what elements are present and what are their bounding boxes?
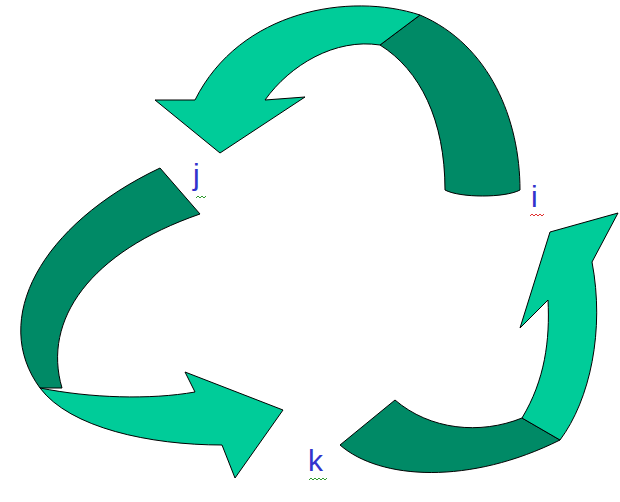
squiggle-underline [309,478,327,480]
cycle-label: j [193,160,200,190]
squiggle-underline [530,214,544,216]
ribbon-back [380,15,520,196]
ribbon-arrow [520,213,618,440]
ribbon-arrow [155,6,420,153]
cycle-label: k [308,446,323,476]
cycle-label: i [531,182,538,212]
ribbon-arrow [40,372,283,478]
ribbon-back [21,168,200,388]
squiggle-underline [196,196,206,198]
